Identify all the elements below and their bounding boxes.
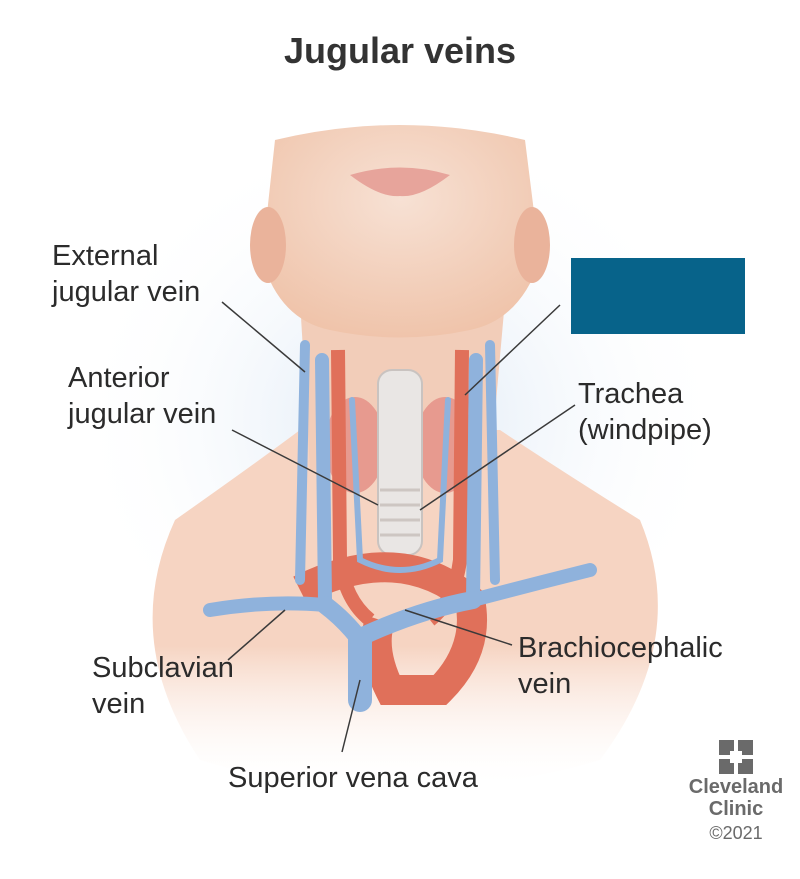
logo-line-1: Cleveland [688,776,784,798]
label-anterior-jugular-vein: Anterior jugular vein [68,362,217,430]
anterior-jugular-vein-left [349,397,403,573]
cleveland-clinic-cross-icon [719,740,753,774]
copyright: ©2021 [709,823,763,843]
label-subclavian-vein: Subclavian vein [92,652,234,720]
leader-superior-vena-cava [341,679,361,753]
diagram-title: Jugular veins [283,30,517,71]
internal-jugular-vein-left [315,353,332,607]
internal-jugular-vein-right [466,353,483,607]
external-jugular-vein-left [295,340,310,585]
leader-brachiocephalic [404,609,513,646]
leader-redacted [464,304,561,396]
label-brachiocephalic-vein: Brachiocephalic vein [518,632,723,700]
subclavian-vein-right [466,563,597,607]
leader-trachea [419,404,576,511]
label-superior-vena-cava: Superior vena cava [228,762,478,794]
redacted-label-box [571,258,745,334]
left-ear [250,207,286,283]
subclavian-vein-left [203,596,332,617]
logo-line-2: Clinic [708,798,764,820]
label-external-jugular-vein: External jugular vein [52,240,201,308]
leader-subclavian [227,609,286,661]
right-ear [514,207,550,283]
external-jugular-vein-right [485,340,500,585]
leader-anterior-jugular [231,429,379,506]
anterior-jugular-vein-right [397,397,451,573]
brachiocephalic-vein-right [356,591,482,644]
label-trachea: Trachea (windpipe) [578,378,712,446]
head [262,125,540,338]
cleveland-clinic-logo: Cleveland Clinic ©2021 [686,740,786,844]
leader-external-jugular [221,301,306,373]
trachea [377,369,423,556]
lips [350,167,450,197]
